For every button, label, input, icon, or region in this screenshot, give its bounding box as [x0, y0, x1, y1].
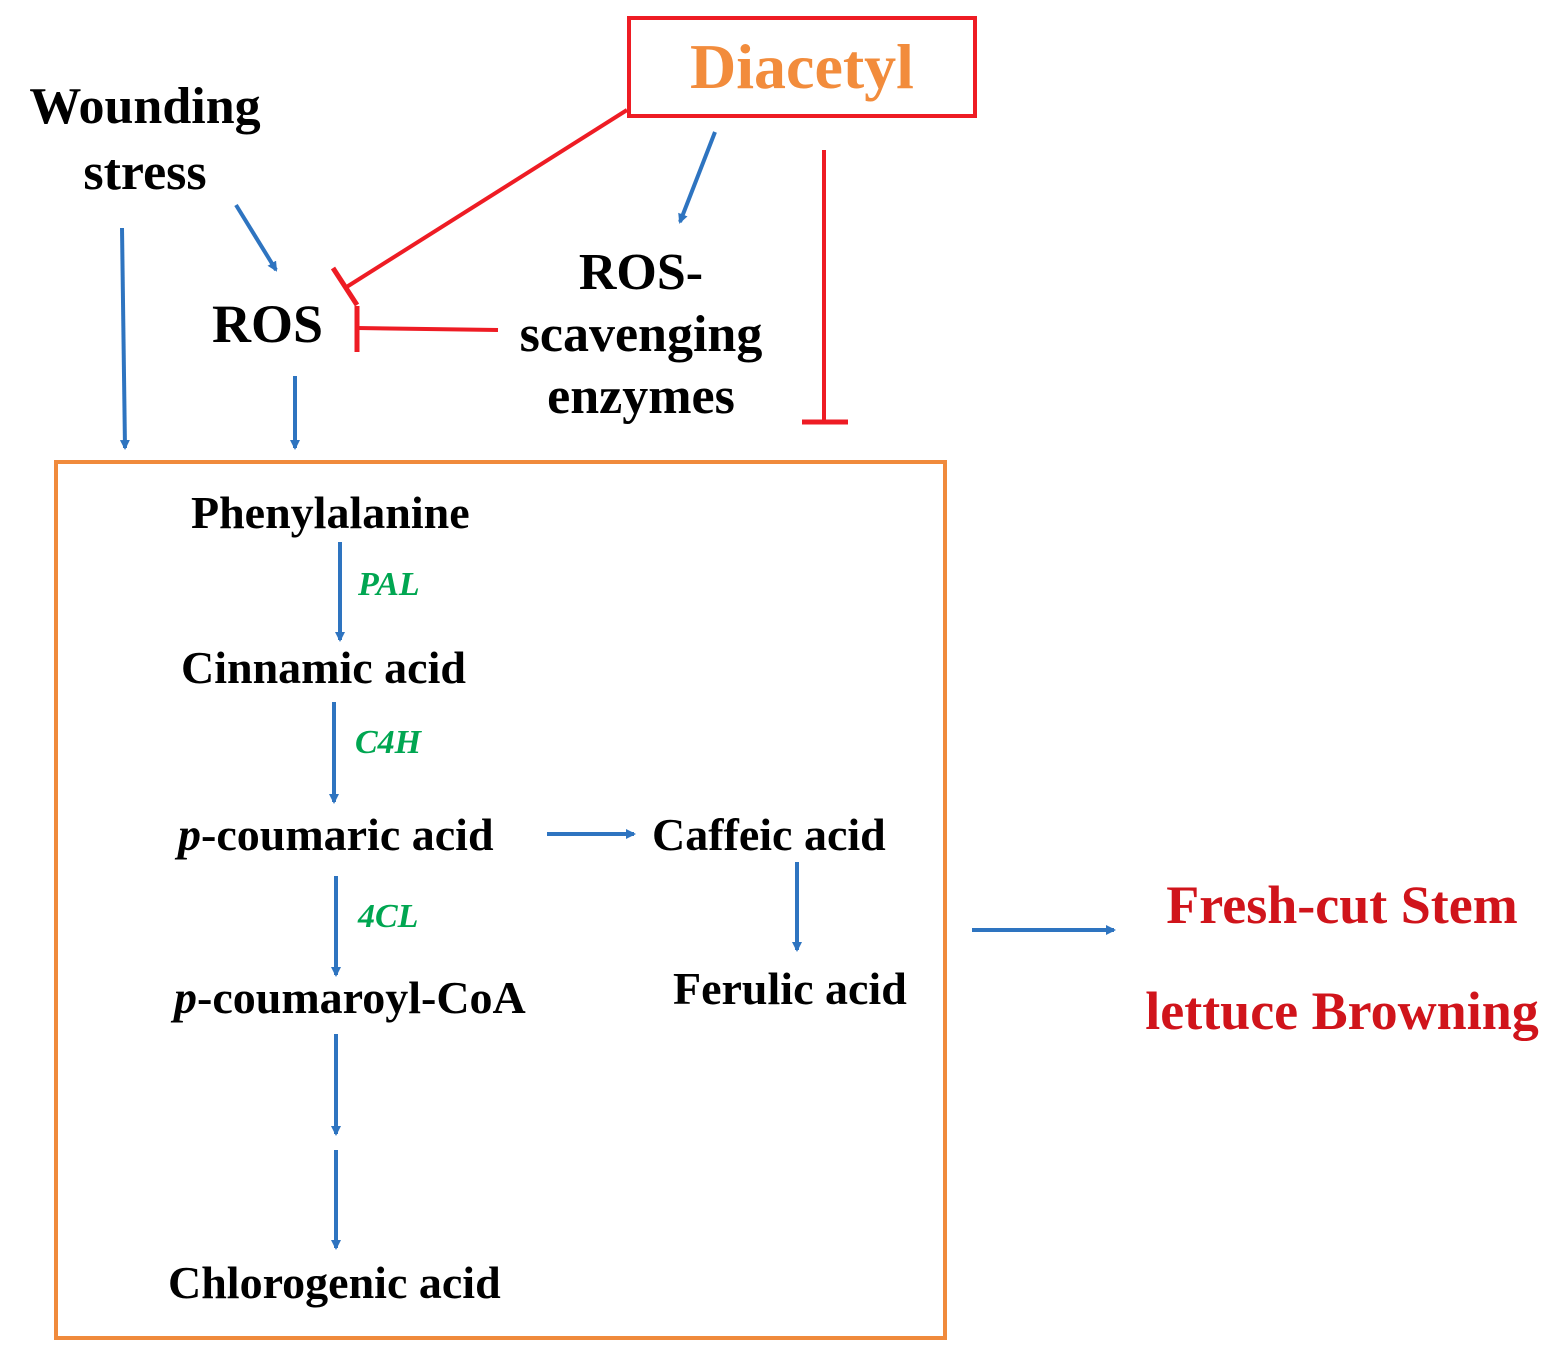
p-coumaroyl-prefix: p — [174, 972, 197, 1023]
inhibit-diacetyl-to-ros-bar — [330, 266, 360, 307]
caffeic-acid-label: Caffeic acid — [652, 809, 886, 860]
ferulic-acid-label: Ferulic acid — [673, 963, 907, 1014]
4cl-enzyme-label: 4CL — [358, 898, 419, 935]
scavenging-line-1: ROS- — [578, 244, 704, 301]
ros-label: ROS — [212, 294, 324, 354]
diacetyl-label: Diacetyl — [690, 31, 914, 102]
browning-outcome-label: Fresh-cut Stem lettuce Browning — [1124, 852, 1560, 1064]
p-coumaric-acid-label: p-coumaric acid — [178, 812, 494, 858]
arrow-wounding-to-pathway — [119, 227, 130, 450]
outcome-line-2: lettuce Browning — [1145, 981, 1539, 1041]
p-coumaric-rest: -coumaric acid — [201, 809, 494, 860]
wounding-line-2: stress — [83, 144, 207, 201]
p-coumaroyl-rest: -coumaroyl-CoA — [197, 972, 526, 1023]
pal-enzyme-label: PAL — [358, 566, 420, 603]
outcome-line-1: Fresh-cut Stem — [1166, 875, 1518, 935]
inhibit-diacetyl-to-ros-line — [343, 108, 629, 290]
c4h-enzyme-label: C4H — [355, 724, 422, 761]
phenylalanine-label: Phenylalanine — [191, 487, 470, 538]
pathway-box — [54, 460, 947, 1340]
cinnamic-acid-label: Cinnamic acid — [181, 642, 466, 693]
diacetyl-box: Diacetyl — [627, 16, 977, 118]
wounding-stress-label: Wounding stress — [14, 74, 276, 206]
chlorogenic-acid-label: Chlorogenic acid — [168, 1257, 501, 1308]
p-coumaric-prefix: p — [178, 809, 201, 860]
arrow-wounding-to-ros — [234, 203, 278, 272]
arrow-diacetyl-to-scavenging — [678, 131, 717, 224]
scavenging-line-2: scavenging — [519, 306, 763, 363]
ros-scavenging-enzymes-label: ROS- scavenging enzymes — [510, 242, 772, 428]
p-coumaroyl-coa-label: p-coumaroyl-CoA — [174, 975, 526, 1021]
inhibit-scavenging-to-ros-line — [356, 326, 499, 332]
wounding-line-1: Wounding — [29, 78, 261, 135]
scavenging-line-3: enzymes — [547, 368, 735, 425]
